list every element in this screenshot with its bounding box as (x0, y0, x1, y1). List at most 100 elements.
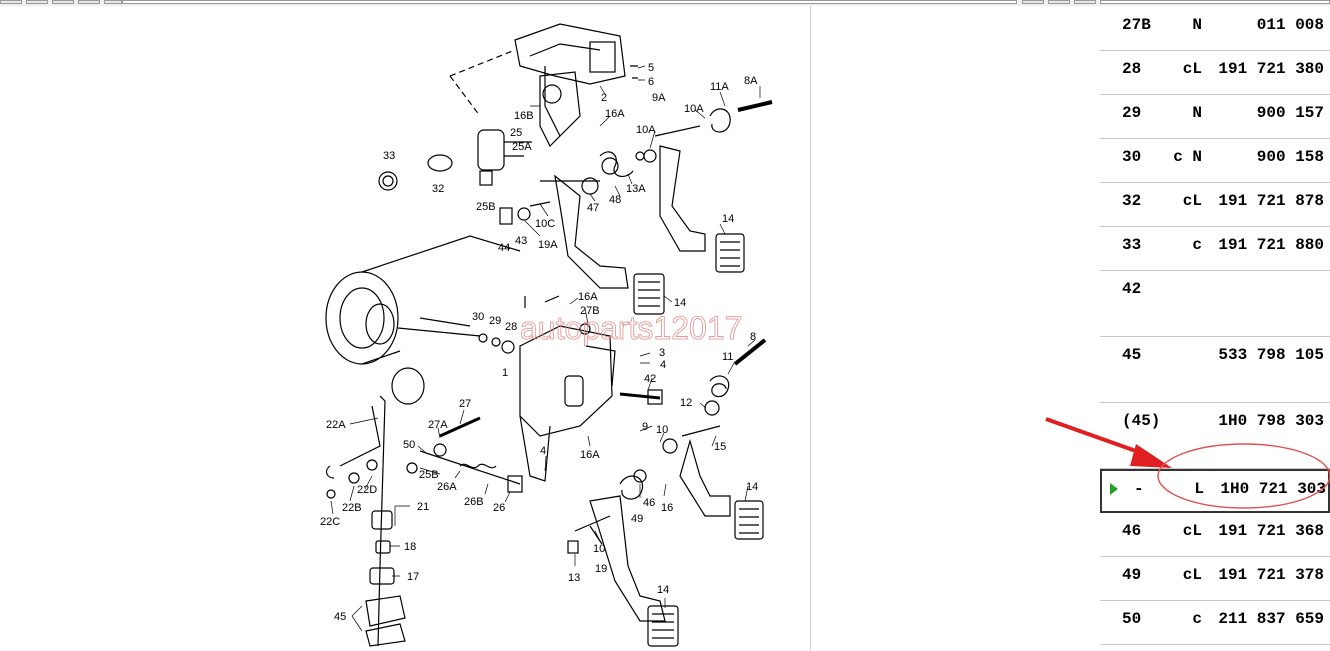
cell-part: 191 721 878 (1218, 192, 1324, 210)
cell-pos: 29 (1122, 104, 1142, 122)
cell-pos: 30 (1122, 148, 1142, 166)
callout-label: 42 (644, 373, 656, 385)
callout-label: 16A (580, 449, 600, 461)
toolbar-button[interactable] (1074, 0, 1096, 4)
cell-pos: 27B (1122, 16, 1151, 34)
callout-label: 47 (587, 202, 599, 214)
cell-part: 211 837 659 (1218, 610, 1324, 628)
callout-label: 25B (476, 201, 496, 213)
cell-part: 900 157 (1256, 104, 1324, 122)
table-row[interactable]: 42 (1100, 271, 1330, 337)
callout-label: 29 (489, 315, 501, 327)
callout-label: 4 (540, 445, 546, 457)
callout-label: 44 (498, 242, 510, 254)
table-row[interactable]: (45)1H0 798 303 (1100, 403, 1330, 469)
annotation-arrowhead (1130, 444, 1172, 468)
callout-label: 50 (403, 439, 415, 451)
table-row[interactable]: 32 cL 191 721 878 (1100, 183, 1330, 227)
callout-label: 12 (680, 397, 692, 409)
callout-label: 19 (595, 563, 607, 575)
callout-label: 16A (605, 108, 625, 120)
annotation-arrow (1045, 417, 1151, 458)
cell-code: L (1194, 480, 1204, 498)
cell-pos: 46 (1122, 522, 1142, 540)
parts-diagram: 33 32 25B 25 25A 16B 2 5 6 16A 9A 11A 8A… (320, 23, 773, 647)
panel-divider (810, 6, 811, 651)
toolbar-button[interactable] (1022, 0, 1044, 4)
cell-part: 011 008 (1256, 16, 1324, 34)
toolbar-button[interactable] (104, 0, 122, 4)
cell-pos: 50 (1122, 610, 1142, 628)
callout-label: 25A (512, 141, 532, 153)
callout-label: 1 (502, 367, 508, 379)
table-row[interactable]: 30 c N 900 158 (1100, 139, 1330, 183)
callout-label: 27A (428, 419, 448, 431)
callout-label: 16B (514, 110, 534, 122)
callout-label: 11 (722, 351, 733, 363)
play-marker-icon (1110, 483, 1118, 495)
callout-label: 13 (568, 572, 580, 584)
table-row[interactable]: 50 c 211 837 659 (1100, 601, 1330, 645)
callout-label: 9A (652, 92, 666, 104)
callout-label: 10C (535, 218, 555, 230)
callout-label: 25 (510, 127, 522, 139)
callout-label: 17 (407, 571, 419, 583)
callout-label: 16A (578, 291, 598, 303)
toolbar-button[interactable] (1048, 0, 1070, 4)
callout-label: 22B (342, 502, 362, 514)
callout-label: 26A (437, 481, 457, 493)
table-row[interactable]: 29 N 900 157 (1100, 95, 1330, 139)
callout-label: 11A (710, 81, 729, 93)
callout-label: 33 (383, 150, 395, 162)
cell-code: c (1192, 610, 1202, 628)
callout-label: 46 (643, 497, 655, 509)
cell-part: 191 721 378 (1218, 566, 1324, 584)
cell-pos: 42 (1122, 280, 1142, 298)
cell-part: 533 798 105 (1218, 346, 1324, 364)
toolbar-button[interactable] (78, 0, 100, 4)
cell-pos: (45) (1122, 412, 1161, 430)
search-input[interactable] (122, 0, 1017, 4)
callout-label: 26 (493, 502, 505, 514)
callout-label: 8A (744, 75, 758, 87)
callout-label: 27 (459, 398, 471, 410)
callout-label: 32 (432, 183, 444, 195)
toolbar-button[interactable] (26, 0, 48, 4)
callout-label: 13A (626, 183, 646, 195)
callout-label: 22C (320, 516, 340, 528)
cell-part: 900 158 (1256, 148, 1324, 166)
cell-pos: 49 (1122, 566, 1142, 584)
cell-pos: 28 (1122, 60, 1142, 78)
cell-part: 191 721 368 (1218, 522, 1324, 540)
callout-label: 14 (674, 297, 686, 309)
toolbar-button[interactable] (0, 0, 22, 4)
callout-label: 30 (472, 311, 484, 323)
cell-code: N (1192, 104, 1202, 122)
callout-label: 16 (661, 502, 673, 514)
callout-label: 48 (609, 194, 621, 206)
toolbar-button[interactable] (52, 0, 74, 4)
callout-label: 14 (657, 584, 669, 596)
cell-pos: 32 (1122, 192, 1142, 210)
callout-label: 4 (660, 359, 666, 371)
callout-label: 43 (515, 235, 527, 247)
callout-label: 27B (580, 305, 600, 317)
cell-code: cL (1182, 192, 1202, 210)
annotation-circle (1157, 443, 1330, 509)
callout-label: 15 (714, 441, 726, 453)
cell-code: c N (1173, 148, 1202, 166)
watermark-text: autoparts12017 (520, 310, 742, 346)
callout-label: 8 (750, 331, 756, 343)
callout-label: 45 (334, 611, 346, 623)
callout-label: 19A (538, 239, 558, 251)
callout-label: 28 (505, 321, 517, 333)
